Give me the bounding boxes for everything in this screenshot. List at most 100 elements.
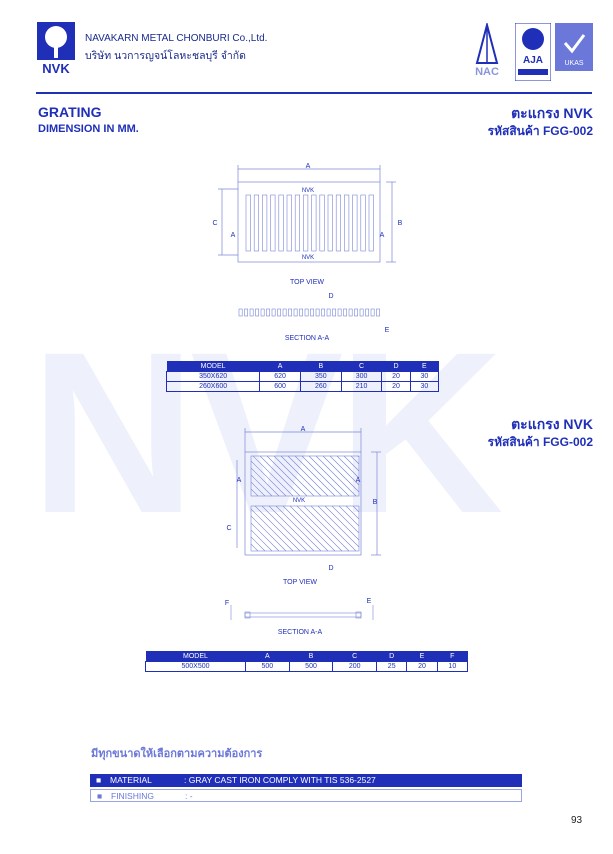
grate-slot [335,194,341,252]
hatch-line [357,455,360,458]
nac-text: NAC [475,66,499,78]
hatch-line [250,543,259,552]
grate-slot [368,194,374,252]
nvk-mark-2: NVK [293,498,305,504]
finishing-row: ■ FINISHING : - [90,789,522,802]
product-code-1: รหัสสินค้า FGG-002 [487,124,593,138]
hatch-line [329,455,360,486]
hatch-line [287,455,329,497]
column-header: MODEL [166,361,260,372]
table-cell: 500 [244,661,290,672]
column-header: E [406,651,438,662]
table-cell: 620 [259,371,301,382]
nvk-mark-top: NVK [302,188,314,194]
table-cell: 500 [288,661,334,672]
hatch-line [259,455,301,497]
hatch-line [303,505,350,552]
section-bar [249,308,254,317]
nvk-mark-bottom: NVK [302,255,314,261]
hatch-line [324,505,360,541]
table-cell: 30 [409,371,440,382]
hatch-line [250,481,266,497]
nac-badge-icon: NAC [475,21,499,78]
grate-slot [327,194,333,252]
logo-text: NVK [42,61,70,74]
section-bar [260,308,265,317]
section-bar [293,308,298,317]
hatch-line [250,488,259,497]
nac-cert-logo: NAC [463,21,511,81]
hatch-line [275,505,322,552]
hatch-line [282,505,329,552]
hatch-line [250,474,273,497]
table-cell: 500X500 [145,661,246,672]
table-cell: 210 [340,381,383,392]
table-cell: 20 [381,381,411,392]
ukas-cert-logo: UKAS [555,23,593,81]
section-mark-right: A [380,232,385,239]
hatch-line [254,505,301,552]
hatch-line [308,455,350,497]
column-header: A [245,651,290,662]
dim-b-2: B [373,499,378,506]
section-bar [321,308,326,317]
column-header: D [381,361,411,372]
section-bar [304,308,309,317]
hatch-line [301,455,343,497]
section-bar [266,308,271,317]
title-thai-2: ตะแกรง NVK [511,416,593,432]
hatch-panel [250,455,360,497]
hatch-line [343,455,360,472]
table-cell: 600 [259,381,301,392]
nvk-logo: NVK [37,22,75,76]
section-label-1: SECTION A-A [285,335,330,342]
section-mark-left: A [231,232,236,239]
section-bar [299,308,304,317]
section-bar [332,308,337,317]
dim-e: E [385,327,390,334]
section-bar [238,308,243,317]
hatch-line [331,505,360,534]
section-mark-left-2: A [237,477,242,484]
grate-slot [344,194,350,252]
top-view-label-1: TOP VIEW [290,279,324,286]
hatch-line [266,455,308,497]
grate-slot [294,194,300,252]
hatch-line [261,505,308,552]
aja-cert-logo: AJA [514,22,552,82]
hatch-line [250,508,294,552]
section-bar [354,308,359,317]
dim-a: A [306,163,311,170]
hatch-line [280,455,322,497]
column-header: MODEL [145,651,246,662]
column-header: B [300,361,342,372]
table-cell: 260X600 [165,381,261,392]
dim-d-2: D [328,565,333,572]
hatch-line [322,455,360,493]
section-bar [277,308,282,317]
hatch-line [273,455,315,497]
drawing-2: A B C A A NVK D TOP VIEW F E SECTION A-A [225,426,381,636]
column-header: B [289,651,333,662]
aja-text: AJA [523,55,543,66]
material-label: MATERIAL [110,775,152,785]
hatch-line [296,505,343,552]
tree-logo-icon: NVK [37,22,75,76]
section-bar [348,308,353,317]
hatch-line [345,505,360,520]
grate-slot [253,194,260,252]
section-bar [315,308,320,317]
finishing-value: : - [185,791,193,801]
table-cell: 300 [340,371,383,382]
section-profile-2 [230,605,374,620]
hatch-line [317,505,360,548]
section-bar [337,308,342,317]
section-bar [244,308,249,317]
section-bar [271,308,276,317]
grate-slot [262,194,268,252]
grate-slot [352,194,358,252]
table-cell: 260 [299,381,342,392]
